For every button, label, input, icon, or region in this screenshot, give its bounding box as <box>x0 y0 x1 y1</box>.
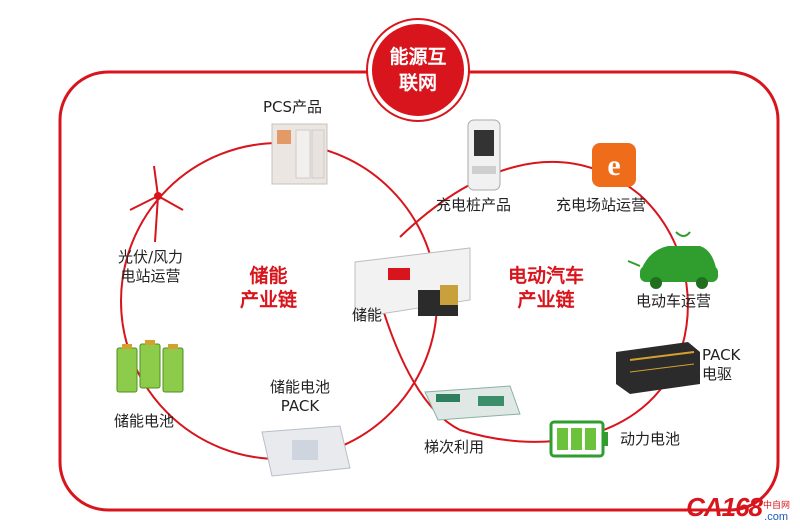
drive-pack-icon <box>616 342 700 394</box>
electric-car-icon <box>627 231 718 289</box>
pack-drive-label: PACK 电驱 <box>702 346 740 384</box>
energy-internet-hub: 能源互 联网 <box>368 20 468 120</box>
wind-turbine-icon <box>129 165 184 243</box>
charger-label: 充电桩产品 <box>436 196 512 214</box>
hub-label-line1: 能源互 <box>389 46 447 68</box>
cascade-module-icon <box>424 385 521 421</box>
station-logo-icon: e <box>592 143 636 187</box>
svg-text:e: e <box>607 149 620 182</box>
ev-ops-label: 电动车运营 <box>636 292 712 310</box>
storage-chain-line1: 储能 <box>249 265 288 287</box>
storage-pack-line2: PACK <box>280 397 320 415</box>
watermark-cn: 中自网 <box>762 501 790 511</box>
pack-label-line1: PACK <box>702 346 741 364</box>
watermark-brand: CA168 <box>686 492 763 522</box>
storage-pack-line1: 储能电池 <box>270 378 331 396</box>
ev-chain-line1: 电动汽车 <box>508 265 585 287</box>
wind-label-line2: 电站运营 <box>120 267 181 285</box>
storage-container-icon <box>354 247 471 319</box>
wind-label-line1: 光伏/风力 <box>118 248 184 266</box>
pack-label-line2: 电驱 <box>702 365 733 383</box>
pcs-cabinet-icon <box>271 123 328 185</box>
cascade-label: 梯次利用 <box>424 438 485 456</box>
pcs-label: PCS产品 <box>263 98 323 116</box>
storage-label: 储能 <box>352 306 383 324</box>
storage-battery-label: 储能电池 <box>114 412 175 430</box>
power-battery-icon <box>549 420 608 458</box>
storage-pack-label: 储能电池 PACK <box>270 378 330 416</box>
storage-pack-icon <box>261 425 351 477</box>
ev-chain-line2: 产业链 <box>517 289 575 311</box>
charging-pile-icon <box>467 119 501 191</box>
storage-battery-cells-icon <box>116 340 184 393</box>
storage-chain-line2: 产业链 <box>240 289 298 311</box>
hub-label-line2: 联网 <box>398 72 437 94</box>
storage-chain-label: 储能 产业链 <box>240 264 297 312</box>
station-label: 充电场站运营 <box>556 196 647 214</box>
power-battery-label: 动力电池 <box>620 430 681 448</box>
watermark-suffix: .com <box>764 511 788 523</box>
ev-chain-label: 电动汽车 产业链 <box>508 264 584 312</box>
wind-label: 光伏/风力 电站运营 <box>118 248 183 286</box>
